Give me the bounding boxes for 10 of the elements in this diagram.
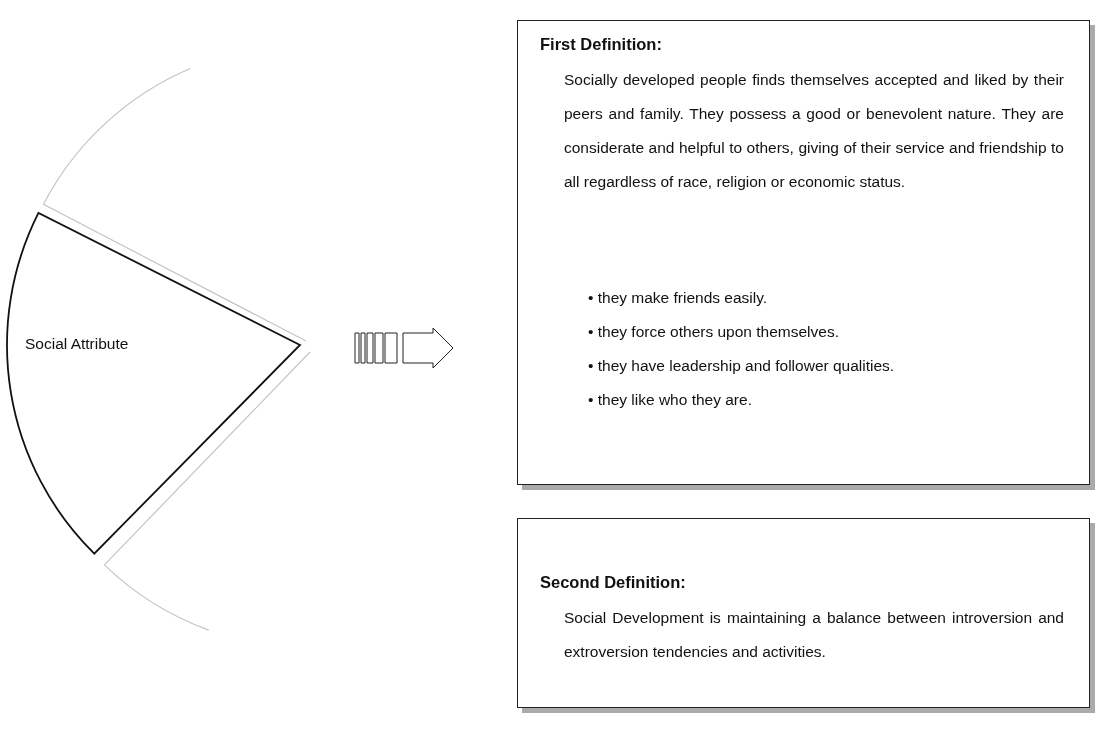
box-heading: First Definition: bbox=[540, 35, 663, 54]
definition-text: Social Development is maintaining a balance between introversion and extroversion tendencies and activities. bbox=[564, 608, 1064, 662]
bullet-item: • they make friends easily. bbox=[588, 289, 769, 307]
wedge-label: Social Attribute bbox=[25, 335, 130, 353]
block-arrow bbox=[354, 327, 454, 369]
box-heading: Second Definition: bbox=[540, 573, 687, 592]
bullet-item: • they like who they are. bbox=[588, 391, 753, 409]
bullet-item: • they force others upon themselves. bbox=[588, 323, 840, 341]
bullet-item: • they have leadership and follower qualities. bbox=[588, 357, 896, 375]
definition-text: Socially developed people finds themselves accepted and liked by their peers and family. They possess a good or benevolent nature. They are considerate and helpful to others, giving of their service and friendship to all regardless of race, religion or economic status. bbox=[564, 70, 1064, 192]
